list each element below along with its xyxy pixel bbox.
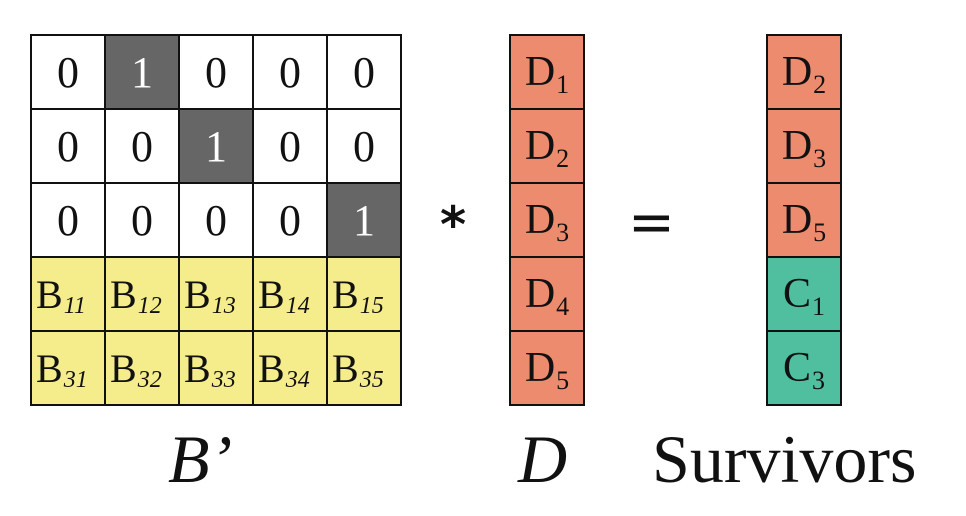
matrix-zero-cell: 0 bbox=[328, 110, 402, 184]
matrix-zero-cell: 0 bbox=[180, 36, 254, 110]
cell-subscript: 32 bbox=[137, 366, 162, 393]
cell-letter: C bbox=[782, 271, 811, 317]
cell-subscript: 2 bbox=[556, 144, 570, 173]
matrix-zero-cell: 0 bbox=[254, 110, 328, 184]
cell-letter: D bbox=[524, 345, 556, 391]
matrix-zero-cell: 0 bbox=[32, 110, 106, 184]
cell-subscript: 2 bbox=[813, 70, 827, 99]
matrix-zero-cell: 0 bbox=[254, 184, 328, 258]
matrix-zero-cell: 0 bbox=[106, 110, 180, 184]
cell-letter: B bbox=[184, 271, 211, 317]
matrix-zero-cell: 0 bbox=[254, 36, 328, 110]
cell-letter: D bbox=[524, 271, 556, 317]
cell-subscript: 11 bbox=[63, 292, 86, 319]
cell-letter: D bbox=[781, 49, 813, 95]
cell-letter: B bbox=[332, 345, 359, 391]
matrix-zero-cell: 0 bbox=[32, 36, 106, 110]
cell-subscript: 15 bbox=[359, 292, 384, 319]
cell-letter: D bbox=[524, 49, 556, 95]
cell-subscript: 4 bbox=[556, 292, 570, 321]
cell-letter: B bbox=[36, 271, 63, 317]
cell-letter: D bbox=[524, 123, 556, 169]
cell-letter: B bbox=[36, 345, 63, 391]
result-label: Survivors bbox=[652, 421, 917, 497]
multiply-operator: * bbox=[440, 196, 467, 254]
cell-subscript: 3 bbox=[812, 366, 825, 395]
cell-subscript: 12 bbox=[137, 292, 162, 319]
cell-letter: C bbox=[782, 345, 811, 391]
cell-subscript: 1 bbox=[812, 292, 825, 321]
cell-subscript: 14 bbox=[285, 292, 310, 319]
cell-subscript: 13 bbox=[211, 292, 236, 319]
cell-subscript: 3 bbox=[813, 144, 827, 173]
matrix-one-cell: 1 bbox=[328, 184, 402, 258]
cell-subscript: 34 bbox=[285, 366, 310, 393]
cell-letter: B bbox=[258, 345, 285, 391]
cell-letter: B bbox=[110, 271, 137, 317]
matrix-zero-cell: 0 bbox=[180, 184, 254, 258]
cell-subscript: 33 bbox=[211, 366, 236, 393]
matrix-zero-cell: 0 bbox=[32, 184, 106, 258]
equals-operator: = bbox=[628, 190, 675, 255]
cell-letter: B bbox=[110, 345, 137, 391]
cell-subscript: 5 bbox=[813, 218, 827, 247]
cell-letter: D bbox=[781, 197, 813, 243]
cell-subscript: 3 bbox=[556, 218, 570, 247]
matrix-zero-cell: 0 bbox=[106, 184, 180, 258]
matrix-label: B’ bbox=[168, 421, 233, 497]
matrix-one-cell: 1 bbox=[180, 110, 254, 184]
cell-subscript: 5 bbox=[556, 366, 570, 395]
cell-letter: D bbox=[524, 197, 556, 243]
cell-letter: B bbox=[184, 345, 211, 391]
matrix-zero-cell: 0 bbox=[328, 36, 402, 110]
cell-subscript: 1 bbox=[556, 70, 570, 99]
cell-letter: D bbox=[781, 123, 813, 169]
cell-subscript: 35 bbox=[359, 366, 384, 393]
cell-subscript: 31 bbox=[63, 366, 88, 393]
cell-letter: B bbox=[258, 271, 285, 317]
matrix-one-cell: 1 bbox=[106, 36, 180, 110]
vector-label: D bbox=[518, 421, 568, 497]
cell-letter: B bbox=[332, 271, 359, 317]
